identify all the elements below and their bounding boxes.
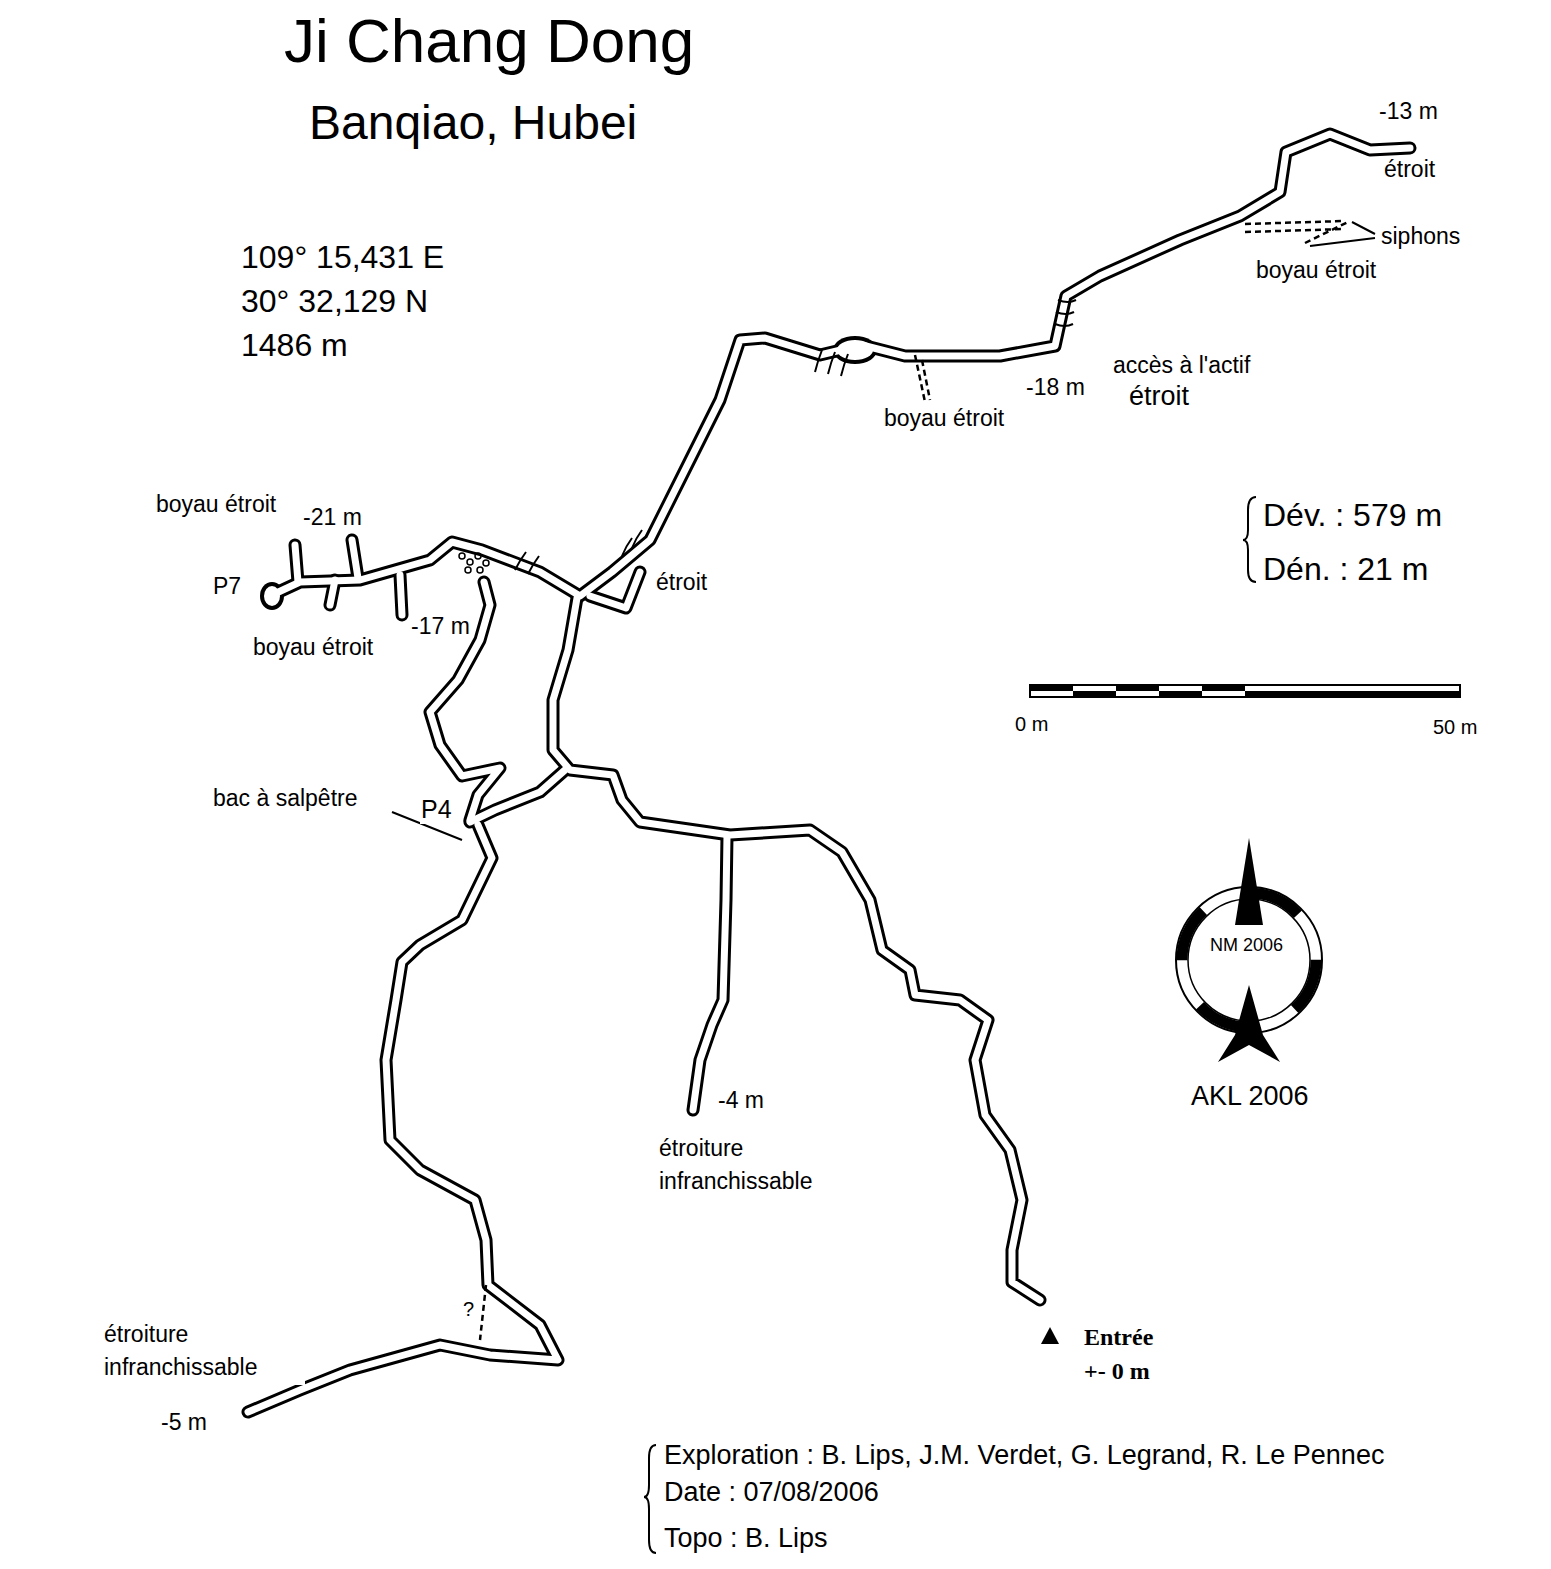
entrance-depth: +- 0 m	[1083, 1357, 1151, 1386]
passage-note: boyau étroit	[1255, 257, 1377, 285]
compass-note: NM 2006	[1209, 935, 1284, 957]
scale-bar	[1030, 685, 1460, 697]
cave-depth: Dén. : 21 m	[1262, 550, 1429, 588]
leader-lines	[392, 222, 1375, 840]
narrow-dashes	[480, 221, 1348, 1340]
passage-note: étroit	[1383, 156, 1436, 184]
passage-note: boyau étroit	[252, 634, 374, 662]
pitch-label: P7	[212, 573, 242, 601]
cave-length: Dév. : 579 m	[1262, 496, 1443, 534]
scale-mark: 0 m	[1014, 712, 1049, 736]
entrance-marker	[1041, 1327, 1059, 1344]
scale-mark: 50 m	[1432, 715, 1478, 739]
coordinate: 30° 32,129 N	[240, 282, 429, 320]
credits: Exploration : B. Lips, J.M. Verdet, G. L…	[663, 1439, 1385, 1471]
depth-mark: -5 m	[160, 1409, 208, 1437]
passage-note: étroiture infranchissable	[658, 1132, 860, 1199]
depth-mark: -4 m	[717, 1087, 765, 1115]
altitude: 1486 m	[240, 326, 349, 364]
compass	[1176, 838, 1322, 1062]
passage-note: accès à l'actif	[1112, 352, 1251, 380]
passage-note: étroit	[1128, 380, 1190, 412]
compass-note: AKL 2006	[1190, 1080, 1310, 1112]
depth-mark: -21 m	[302, 504, 363, 532]
credits: Date : 07/08/2006	[663, 1476, 880, 1508]
entrance-label: Entrée	[1083, 1323, 1154, 1352]
credits: Topo : B. Lips	[663, 1522, 829, 1554]
passage-note: étroit	[655, 569, 708, 597]
uncertain-mark: ?	[462, 1297, 475, 1321]
passage-walls	[248, 134, 1410, 1412]
passage-note: siphons	[1380, 223, 1461, 251]
passage-note: boyau étroit	[883, 405, 1005, 433]
passage-note: étroiture infranchissable	[103, 1318, 305, 1385]
depth-mark: -17 m	[410, 613, 471, 641]
place-name: Banqiao, Hubei	[308, 94, 638, 152]
coordinate: 109° 15,431 E	[240, 238, 445, 276]
passage-note: boyau étroit	[155, 491, 277, 519]
feature-note: bac à salpêtre	[212, 785, 358, 813]
pitch-label: P4	[420, 794, 453, 824]
brackets	[644, 497, 1256, 1553]
map-title: Ji Chang Dong	[283, 4, 695, 78]
depth-mark: -18 m	[1025, 374, 1086, 402]
depth-mark: -13 m	[1378, 98, 1439, 126]
